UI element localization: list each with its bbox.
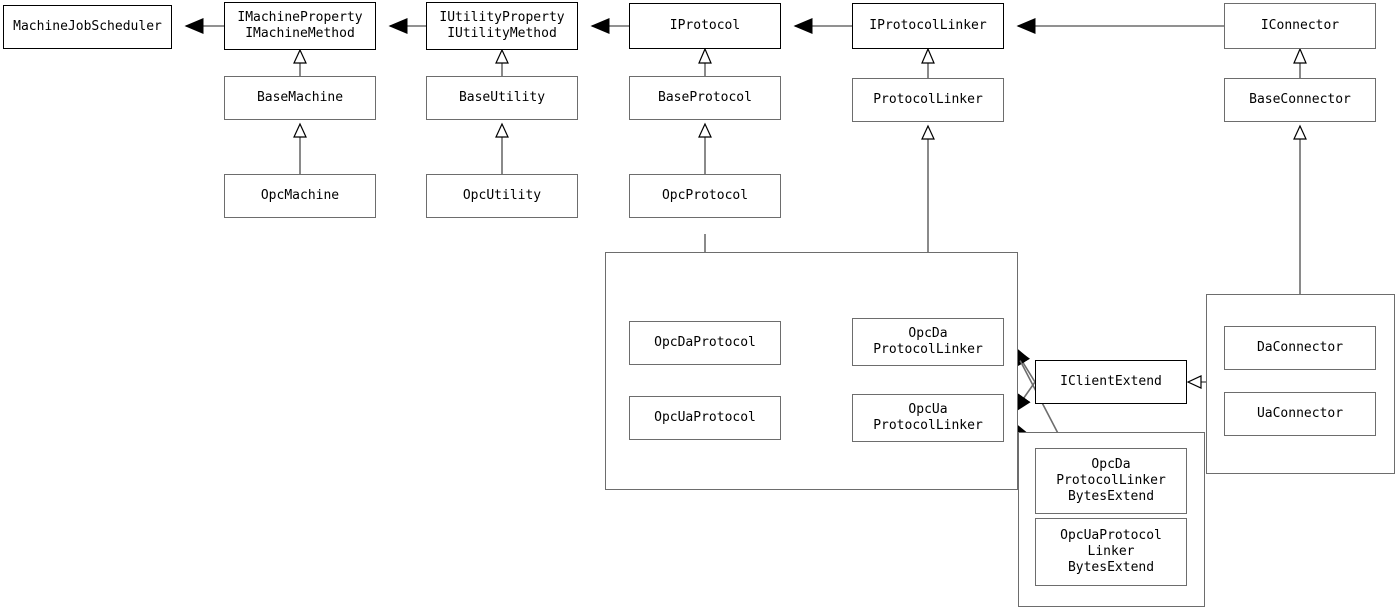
- triangle-baseutility: [495, 48, 509, 64]
- group-protocol-impl: [605, 252, 1018, 490]
- triangle-daconnector: [1293, 124, 1307, 140]
- class-box-imachine-property[interactable]: IMachineProperty IMachineMethod: [224, 2, 376, 50]
- class-box-ua-connector[interactable]: UaConnector: [1224, 392, 1376, 436]
- triangle-realization-iclient: [1186, 375, 1202, 389]
- triangle-opcutility: [495, 122, 509, 138]
- triangle-opcprotocol: [698, 122, 712, 138]
- class-box-da-connector[interactable]: DaConnector: [1224, 326, 1376, 370]
- class-box-iutility-property[interactable]: IUtilityProperty IUtilityMethod: [426, 2, 578, 50]
- class-box-protocol-linker[interactable]: ProtocolLinker: [852, 78, 1004, 122]
- class-box-iconnector[interactable]: IConnector: [1224, 3, 1376, 49]
- triangle-baseconnector: [1293, 47, 1307, 64]
- group-connectors: [1206, 294, 1395, 474]
- class-box-opc-machine[interactable]: OpcMachine: [224, 174, 376, 218]
- class-box-opc-da-protocol-linker[interactable]: OpcDa ProtocolLinker: [852, 318, 1004, 366]
- class-box-opc-protocol[interactable]: OpcProtocol: [629, 174, 781, 218]
- class-box-opc-ua-protocol-linker-bytes-extend[interactable]: OpcUaProtocol Linker BytesExtend: [1035, 518, 1187, 586]
- class-box-base-utility[interactable]: BaseUtility: [426, 76, 578, 120]
- triangle-opcdalinker: [921, 124, 935, 140]
- class-box-iprotocol[interactable]: IProtocol: [629, 3, 781, 49]
- class-box-iprotocol-linker[interactable]: IProtocolLinker: [852, 3, 1004, 49]
- class-box-opc-ua-protocol-linker[interactable]: OpcUa ProtocolLinker: [852, 394, 1004, 442]
- class-box-opc-da-protocol[interactable]: OpcDaProtocol: [629, 321, 781, 365]
- triangle-opcmachine: [293, 122, 307, 138]
- class-box-base-protocol[interactable]: BaseProtocol: [629, 76, 781, 120]
- class-box-iclient-extend[interactable]: IClientExtend: [1035, 360, 1187, 404]
- class-box-base-connector[interactable]: BaseConnector: [1224, 78, 1376, 122]
- class-box-opc-da-protocol-linker-bytes-extend[interactable]: OpcDa ProtocolLinker BytesExtend: [1035, 448, 1187, 514]
- triangle-basemachine: [293, 48, 307, 64]
- class-box-opc-ua-protocol[interactable]: OpcUaProtocol: [629, 396, 781, 440]
- class-box-base-machine[interactable]: BaseMachine: [224, 76, 376, 120]
- triangle-baseprotocol: [698, 47, 712, 64]
- triangle-protocollinker: [921, 47, 935, 64]
- class-box-machine-job-scheduler[interactable]: MachineJobScheduler: [3, 5, 172, 49]
- class-box-opc-utility[interactable]: OpcUtility: [426, 174, 578, 218]
